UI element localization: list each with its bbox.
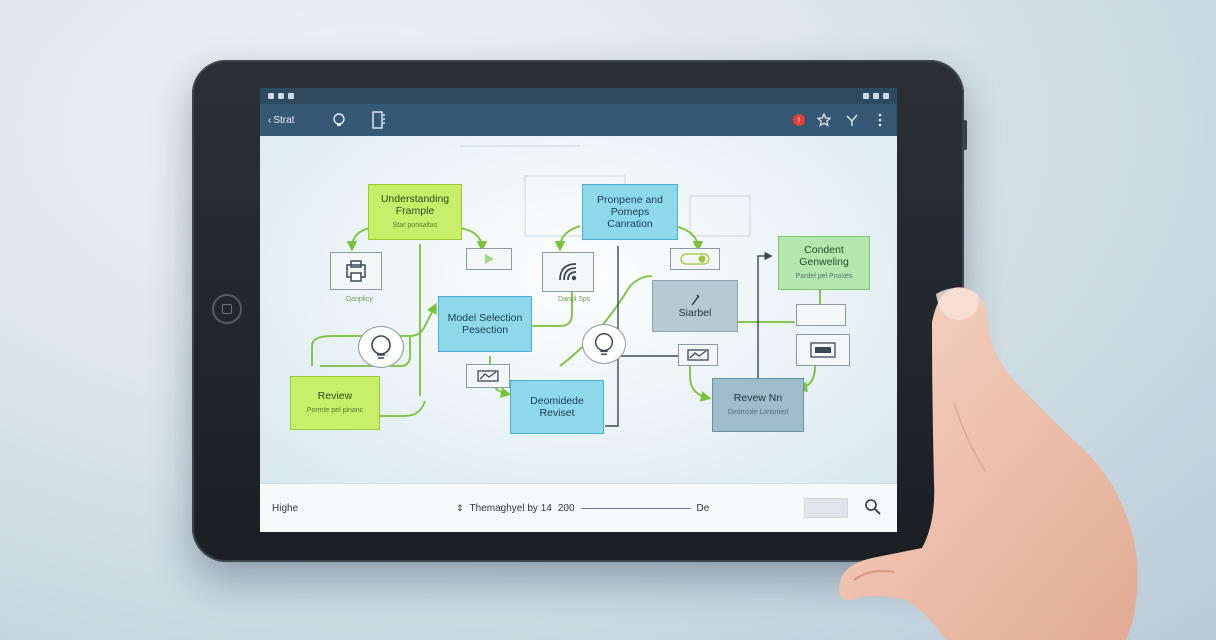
node-title: Model Selection Pesection xyxy=(447,312,523,336)
toggle-icon[interactable] xyxy=(670,248,720,270)
node-subtitle: Pardel pel Pnoses xyxy=(795,272,853,280)
node-subtitle: Star ponsaltas xyxy=(392,221,438,229)
back-button[interactable]: ‹ Strat xyxy=(268,115,294,126)
share-icon[interactable] xyxy=(843,111,861,129)
node-title: Review xyxy=(317,389,353,402)
panel-icon[interactable] xyxy=(796,304,846,326)
tablet-screen: ‹ Strat ! xyxy=(260,88,897,532)
signal-tower-icon[interactable] xyxy=(542,252,594,292)
node-title: Siarbel xyxy=(678,307,712,319)
zoom-value: 200 xyxy=(557,502,575,514)
diagram-canvas[interactable]: Understanding Frample Star ponsaltas Dan… xyxy=(260,136,897,484)
tablet-device: ‹ Strat ! xyxy=(192,60,967,562)
node-deomidede[interactable]: Deomidede Reviset xyxy=(510,380,604,434)
node-title: Pronpene and Pomeps Canration xyxy=(597,194,663,230)
sidebar-icon[interactable] xyxy=(370,111,388,129)
search-icon[interactable] xyxy=(864,498,882,519)
power-button[interactable] xyxy=(963,120,967,150)
back-chevron-icon: ‹ xyxy=(268,114,272,126)
status-icon xyxy=(278,93,284,99)
node-content-generation[interactable]: Condent Genweling Pardel pel Pnoses xyxy=(778,236,870,290)
more-icon[interactable] xyxy=(871,111,889,129)
zoom-label: Themaghyel by 14 xyxy=(469,502,552,514)
wrench-icon xyxy=(691,294,700,306)
caption-left: Danplicy xyxy=(346,296,373,303)
chart-icon[interactable] xyxy=(466,364,510,388)
bottom-left-label: Highe xyxy=(272,502,299,514)
node-subtitle: Deoncole Lonsmed xyxy=(727,408,789,416)
node-title: Understanding Frample xyxy=(380,192,450,217)
node-review-right[interactable]: Revew Nn Deoncole Lonsmed xyxy=(712,378,804,432)
node-review-left[interactable]: Review Pormte pel pinanc xyxy=(290,376,380,430)
node-model-selection[interactable]: Model Selection Pesection xyxy=(438,296,532,352)
battery-icon xyxy=(873,93,879,99)
node-understanding[interactable]: Understanding Frample Star ponsaltas xyxy=(368,184,462,240)
status-icon xyxy=(268,93,274,99)
back-label: Strat xyxy=(273,114,295,126)
caption-mid: Danpl Sps xyxy=(558,296,591,303)
node-pronpene[interactable]: Pronpene and Pomeps Canration xyxy=(582,184,678,240)
zoom-suffix: De xyxy=(696,502,710,514)
printer-icon[interactable] xyxy=(330,252,382,290)
zoom-icon: ⇕ xyxy=(456,502,464,513)
bulb-icon[interactable] xyxy=(330,111,348,129)
notification-icon[interactable]: ! xyxy=(793,114,805,126)
node-siarbel[interactable]: Siarbel xyxy=(652,280,738,332)
window-icon[interactable] xyxy=(796,334,850,366)
lightbulb-icon[interactable] xyxy=(358,326,404,368)
bottom-field[interactable] xyxy=(804,498,848,518)
home-button[interactable] xyxy=(212,294,242,324)
zoom-control[interactable]: ⇕ Themaghyel by 14 200 De xyxy=(456,503,709,514)
node-subtitle: Pormte pel pinanc xyxy=(306,406,364,414)
star-icon[interactable] xyxy=(815,111,833,129)
node-title: Deomidede Reviset xyxy=(530,395,584,419)
node-title: Revew Nn xyxy=(733,391,783,404)
lightbulb-icon[interactable] xyxy=(582,324,626,364)
status-icon xyxy=(288,93,294,99)
status-bar xyxy=(260,88,897,104)
node-title: Condent Genweling xyxy=(799,243,849,268)
play-icon[interactable] xyxy=(466,248,512,270)
chart-icon[interactable] xyxy=(678,344,718,366)
bottom-bar: Highe ⇕ Themaghyel by 14 200 De xyxy=(260,483,897,532)
signal-icon xyxy=(883,93,889,99)
zoom-track[interactable] xyxy=(580,507,691,509)
app-bar: ‹ Strat ! xyxy=(260,104,897,136)
wifi-icon xyxy=(863,93,869,99)
